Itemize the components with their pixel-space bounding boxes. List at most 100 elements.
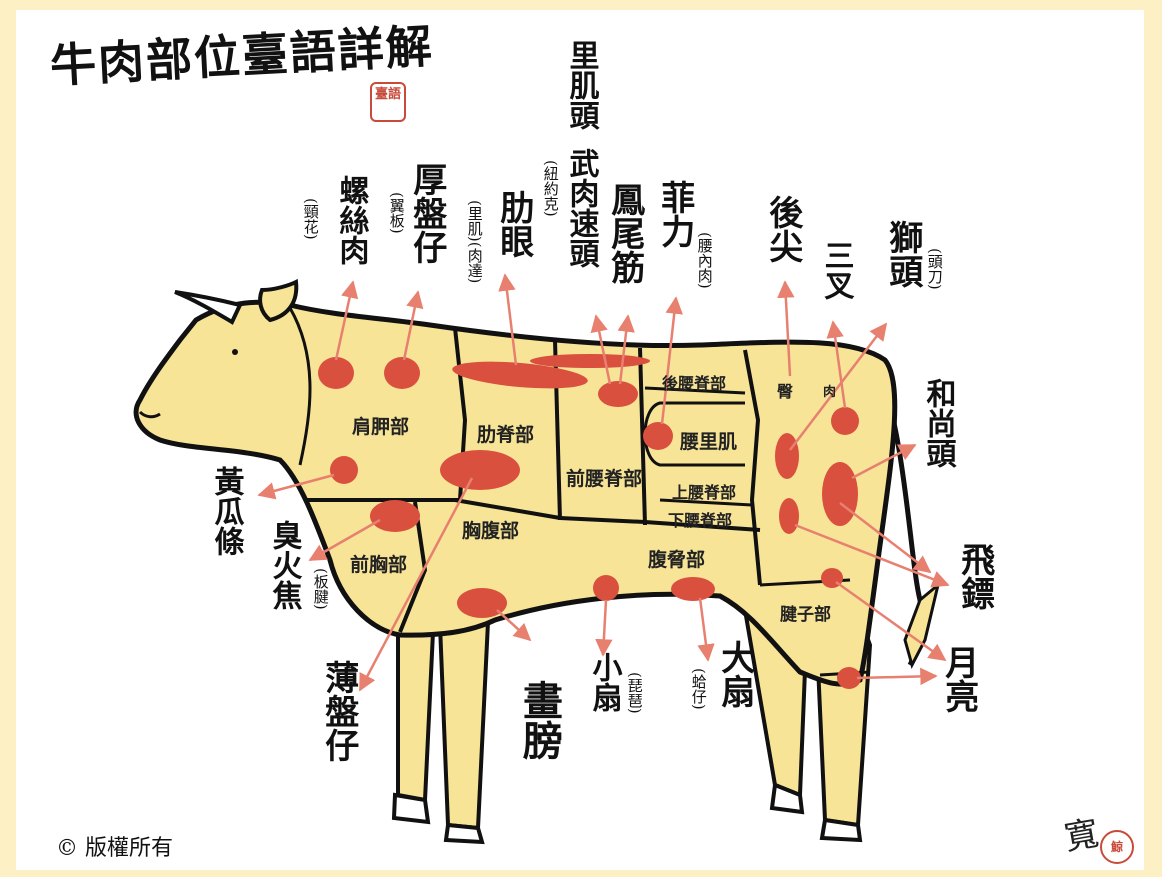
cut-lion-head-note: (頭刀) <box>925 248 944 290</box>
cut-phoenix-tail: 鳳尾筋 <box>604 182 645 284</box>
cut-sirloin-cap: 里肌頭 <box>563 40 599 130</box>
rear-loin-divider <box>644 386 746 395</box>
spot-rump-a <box>831 407 859 435</box>
arrow-lion-head <box>789 322 888 451</box>
cut-big-fan-note: (蛤仔) <box>689 668 708 710</box>
loin-rear-divider <box>638 347 647 526</box>
region-rump: 臀 <box>777 382 794 401</box>
spot-small-fan <box>593 575 619 601</box>
spot-cucumber <box>330 456 358 484</box>
hoof-hind-right <box>819 817 863 843</box>
region-lower-loin: 下腰脊部 <box>668 511 733 530</box>
arrow-dart-2 <box>839 502 932 574</box>
region-chest-belly: 胸腹部 <box>462 520 520 542</box>
horn <box>174 290 243 325</box>
arrow-tri-tip <box>826 320 847 409</box>
arrow-moon <box>856 667 938 686</box>
region-tenderloin: 腰里肌 <box>680 431 738 453</box>
arrow-rear-heart <box>777 280 795 377</box>
cut-lion-head: 獅頭 <box>882 220 923 288</box>
spot-monk-head <box>822 462 858 526</box>
cut-chuck-tender-note: (板腱) <box>311 568 330 610</box>
front-leg-left <box>396 630 436 803</box>
arrow-fillet <box>660 296 683 425</box>
spot-chest-belly <box>457 588 507 618</box>
region-rump-suffix: 肉 <box>823 385 837 400</box>
arrow-chuck-tender <box>308 518 381 562</box>
arrow-thin-plate <box>358 477 474 692</box>
cut-sirloin-cap-alt: 武肉速頭 <box>563 148 599 268</box>
cut-moon: 月亮 <box>938 645 979 713</box>
arrow-small-fan <box>595 599 613 657</box>
arrow-big-fan <box>697 597 715 662</box>
cow-eye <box>232 349 238 355</box>
spot-sirloin-cap <box>530 354 650 368</box>
region-brisket: 前胸部 <box>350 554 408 576</box>
spot-rump-b <box>775 433 799 479</box>
cut-sirloin-cap-note: (紐約克) <box>541 160 560 217</box>
tail-tip <box>903 580 941 670</box>
front-leg-right <box>437 619 491 831</box>
title-seal-stamp: 臺語 <box>370 82 406 122</box>
upper-lower-loin-divider <box>659 498 753 507</box>
cut-tri-tip: 三叉 <box>818 240 854 300</box>
cut-rear-heart: 後尖 <box>762 195 803 263</box>
cow-mouth <box>138 410 161 419</box>
arrow-short-rib <box>496 609 532 642</box>
arrow-cucumber <box>257 473 335 500</box>
loin-rump-divider <box>743 349 762 586</box>
cut-rib-eye-note: (里肌)(肉達) <box>465 200 484 284</box>
cut-rib-eye: 肋眼 <box>493 190 534 258</box>
spot-snail-meat <box>318 357 354 389</box>
cut-small-fan: 小扇 <box>586 652 622 712</box>
cut-monk-head: 和尚頭 <box>920 378 956 468</box>
cut-snail-meat: 螺絲肉 <box>333 175 369 265</box>
hoof-front-right <box>443 822 485 845</box>
hoof-front-left <box>391 792 431 825</box>
cut-fillet-note: (腰內肉) <box>695 232 714 289</box>
upper-lower-body-divider <box>305 498 761 532</box>
arrow-monk-head <box>851 443 917 480</box>
copyright-note: © 版權所有 <box>56 836 173 861</box>
cut-cucumber-strip: 黃瓜條 <box>208 466 244 556</box>
cut-thick-plate-note: (翼板) <box>387 192 406 234</box>
region-front-loin: 前腰脊部 <box>566 468 643 490</box>
cut-thick-plate: 厚盤仔 <box>406 162 447 264</box>
spot-big-fan <box>671 577 715 601</box>
corner-seal-stamp: 鯨 <box>1100 830 1134 864</box>
cut-fillet: 菲力 <box>654 180 695 248</box>
arrow-snail-meat <box>334 280 359 361</box>
spot-phoenix-tail <box>598 381 638 407</box>
region-rib: 肋脊部 <box>477 424 535 446</box>
region-flank: 腹脅部 <box>648 549 706 571</box>
spot-brisket <box>370 500 420 532</box>
cut-thin-plate: 薄盤仔 <box>318 660 359 762</box>
arrow-thick-plate <box>402 290 424 361</box>
arrow-phoenix-tail <box>617 314 635 385</box>
brisket-chest-divider <box>398 501 428 633</box>
spot-moon <box>837 667 861 689</box>
arrow-rib-eye <box>498 273 518 366</box>
spot-rib-eye <box>452 361 588 389</box>
cut-chuck-tender: 臭火焦 <box>266 520 302 610</box>
spot-thick-plate <box>384 357 420 389</box>
cut-snail-meat-note: (頸花) <box>301 198 320 240</box>
arrow-shank-moon <box>835 580 947 662</box>
region-shank: 腱子部 <box>780 605 831 625</box>
cut-flying-dart: 飛鏢 <box>954 542 995 610</box>
neck-line <box>288 307 312 466</box>
spot-rib <box>440 450 520 490</box>
hoof-hind-left <box>769 782 805 815</box>
ear <box>258 278 299 323</box>
cut-big-fan: 大扇 <box>714 640 755 708</box>
region-rear-loin: 後腰脊部 <box>662 374 727 393</box>
spot-flying-dart <box>779 498 799 534</box>
spot-fillet <box>643 422 673 450</box>
arrow-flying-dart <box>794 523 950 588</box>
region-upper-loin: 上腰脊部 <box>672 483 737 502</box>
cut-short-rib: 畫膀 <box>516 680 563 760</box>
region-shoulder: 肩胛部 <box>352 416 410 438</box>
cut-small-fan-note: (琵琶) <box>625 672 644 714</box>
arrow-sirloin-cap <box>590 314 612 385</box>
